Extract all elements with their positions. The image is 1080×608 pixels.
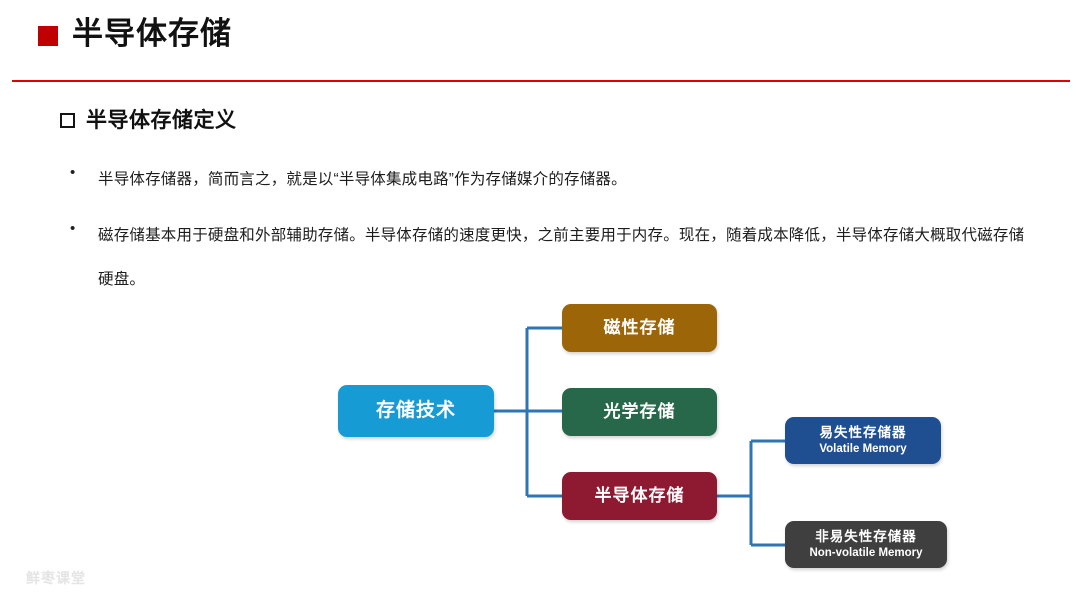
body-bullet-list: • 半导体存储器，简而言之，就是以“半导体集成电路”作为存储媒介的存储器。 • … — [66, 158, 1031, 314]
node-label-en: Non-volatile Memory — [809, 546, 923, 559]
node-label-cn: 易失性存储器 — [819, 425, 907, 441]
header-divider — [12, 80, 1070, 82]
watermark: 鲜枣课堂 — [26, 570, 86, 586]
node-label-cn: 半导体存储 — [594, 486, 685, 506]
node-label-cn: 光学存储 — [603, 402, 676, 422]
list-item: • 磁存储基本用于硬盘和外部辅助存储。半导体存储的速度更快，之前主要用于内存。现… — [66, 214, 1031, 302]
page-title: 半导体存储 — [38, 18, 232, 49]
diagram-node-optical-storage[interactable]: 光学存储 — [562, 388, 717, 436]
page-title-text: 半导体存储 — [72, 16, 232, 51]
diagram-node-nonvolatile-memory[interactable]: 非易失性存储器 Non-volatile Memory — [785, 521, 947, 568]
hollow-square-bullet-icon — [60, 113, 75, 128]
bullet-dot-icon: • — [70, 164, 76, 181]
node-label-en: Volatile Memory — [819, 442, 907, 455]
diagram-node-storage-technology[interactable]: 存储技术 — [338, 385, 494, 437]
diagram-node-semiconductor-storage[interactable]: 半导体存储 — [562, 472, 717, 520]
section-subheading: 半导体存储定义 — [60, 104, 237, 134]
title-square-bullet-icon — [38, 25, 58, 46]
section-subheading-text: 半导体存储定义 — [86, 109, 237, 132]
node-label-cn: 磁性存储 — [603, 318, 676, 338]
list-item-text: 半导体存储器，简而言之，就是以“半导体集成电路”作为存储媒介的存储器。 — [98, 171, 627, 188]
list-item-text: 磁存储基本用于硬盘和外部辅助存储。半导体存储的速度更快，之前主要用于内存。现在，… — [98, 227, 1025, 288]
node-label-cn: 非易失性存储器 — [815, 529, 917, 545]
node-label-cn: 存储技术 — [375, 400, 456, 422]
list-item: • 半导体存储器，简而言之，就是以“半导体集成电路”作为存储媒介的存储器。 — [66, 158, 1031, 202]
diagram-node-magnetic-storage[interactable]: 磁性存储 — [562, 304, 717, 352]
diagram-node-volatile-memory[interactable]: 易失性存储器 Volatile Memory — [785, 417, 941, 464]
bullet-dot-icon: • — [70, 220, 76, 237]
